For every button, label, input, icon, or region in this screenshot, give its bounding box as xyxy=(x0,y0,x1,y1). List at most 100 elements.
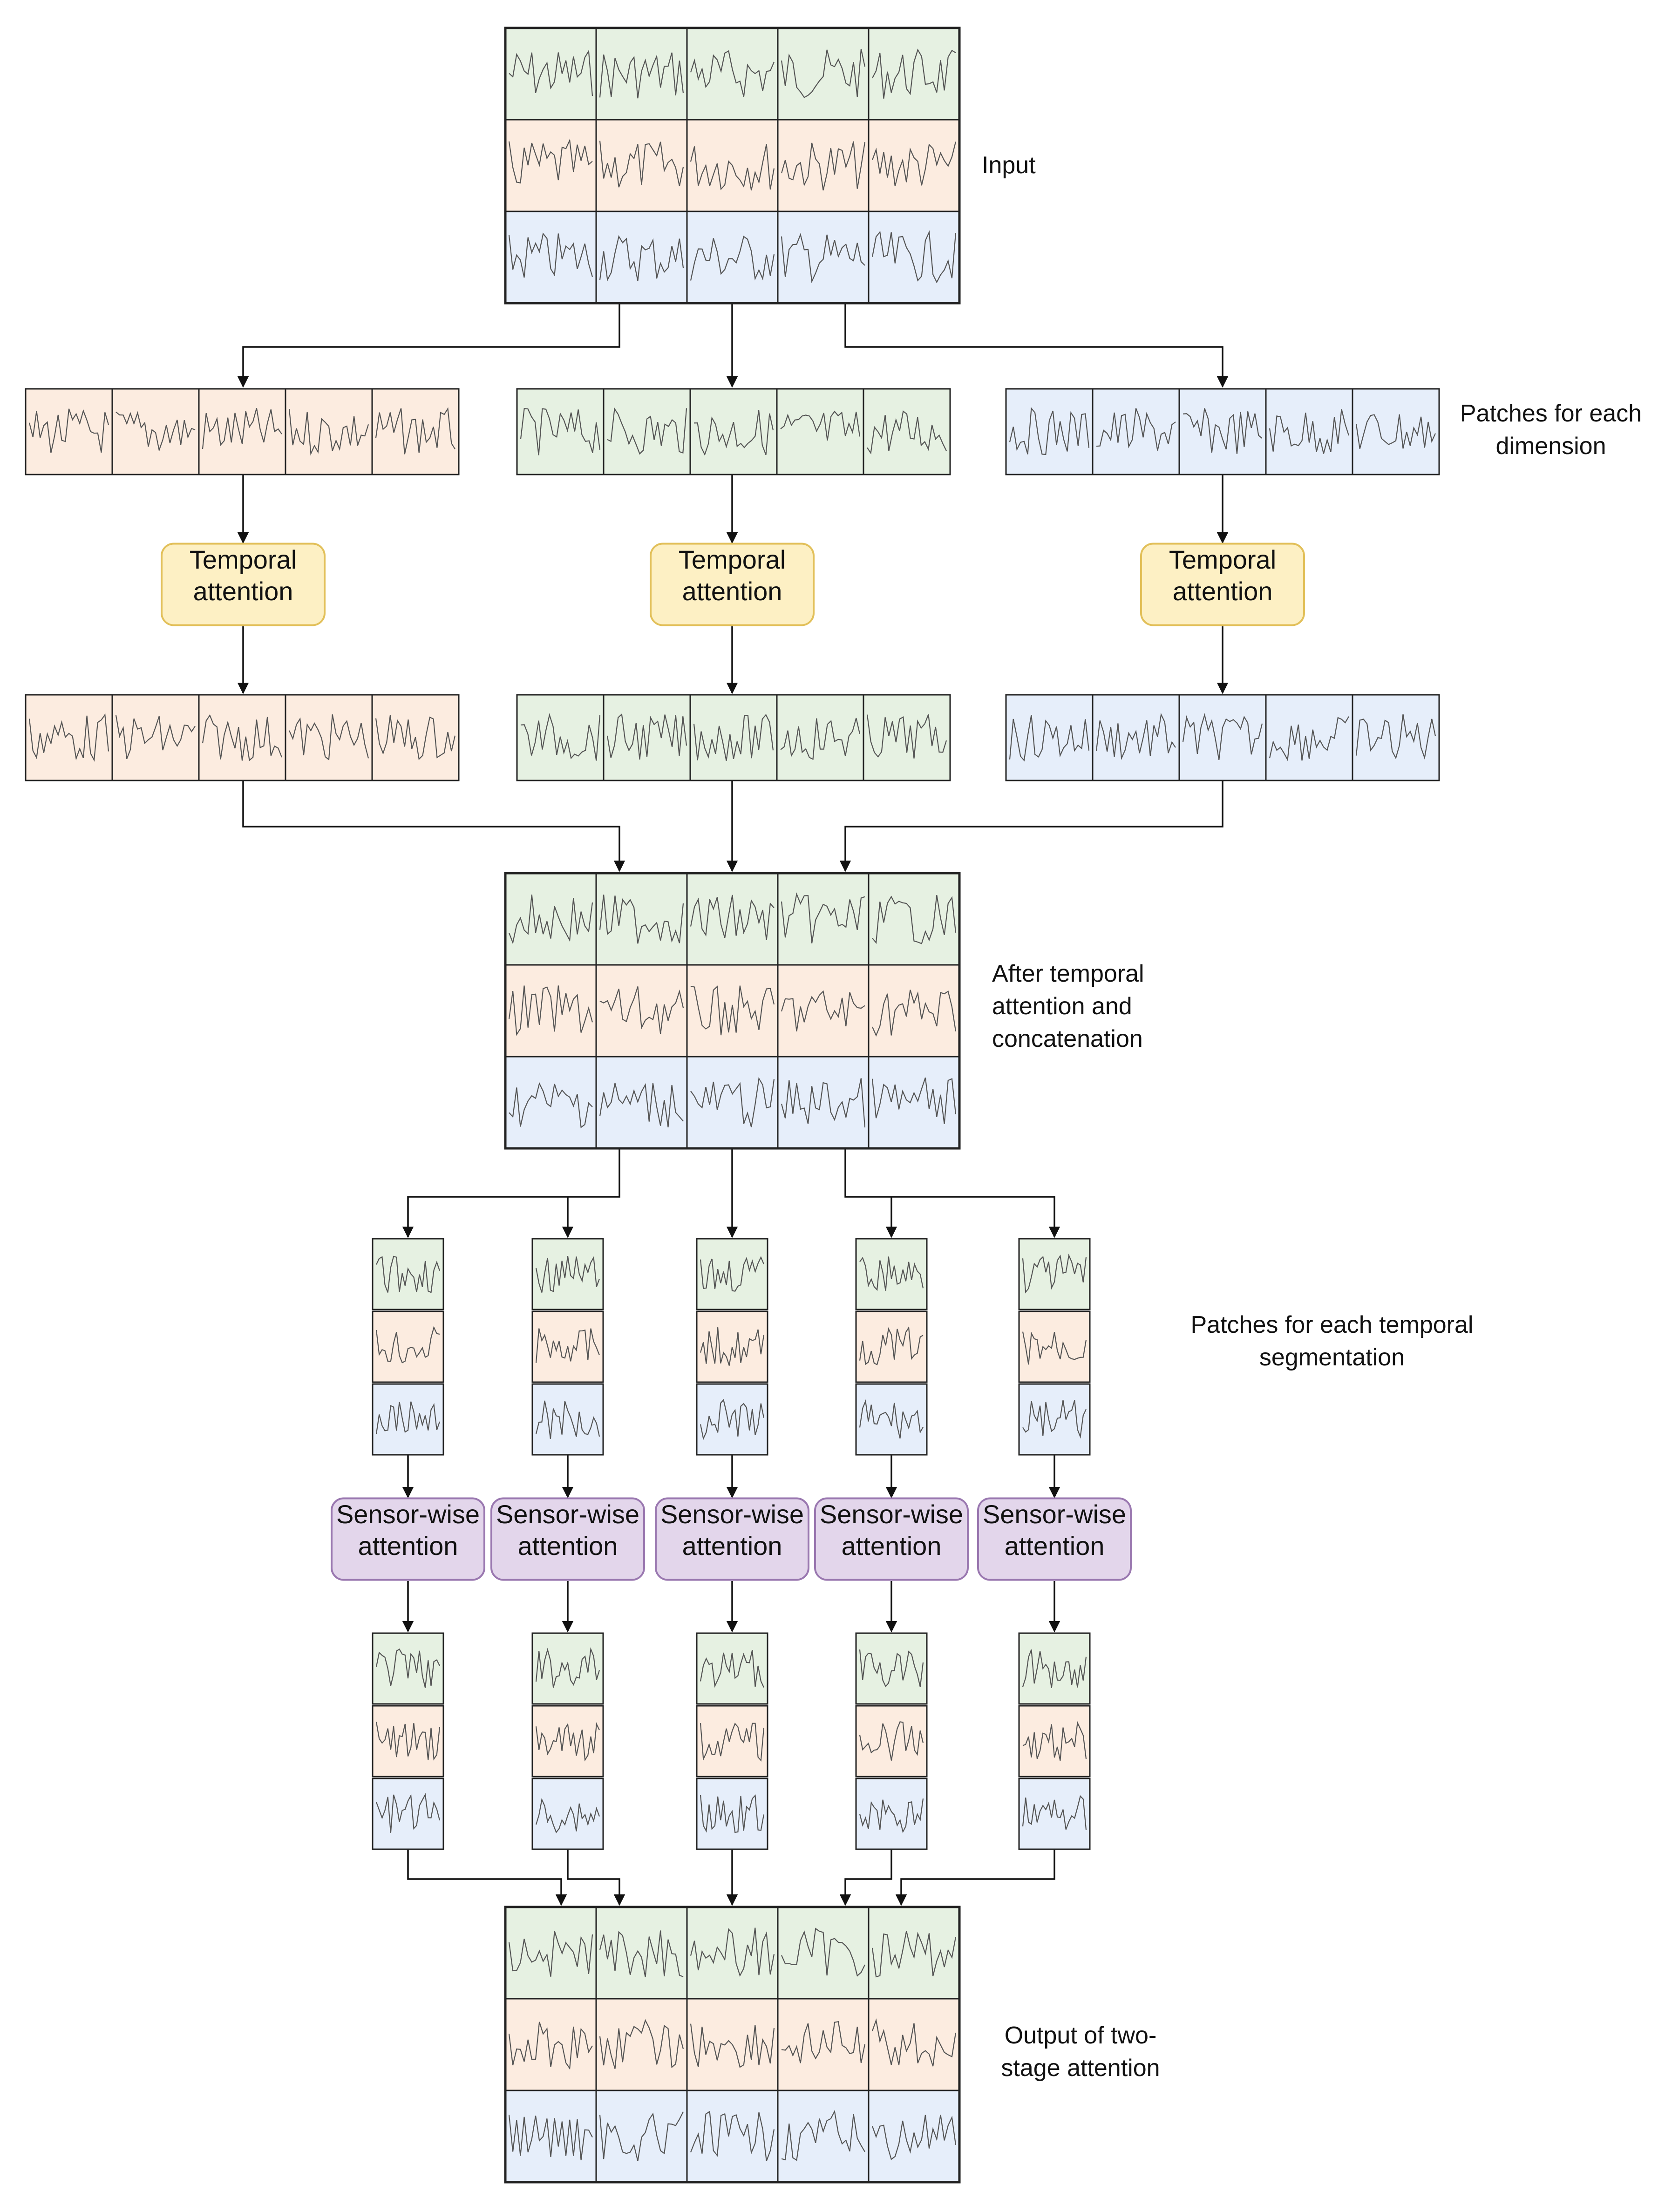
waveform xyxy=(781,892,865,943)
sensor-out-patches-3 xyxy=(696,1632,768,1850)
patch-cell xyxy=(855,1238,928,1310)
sensor-out-patches-4 xyxy=(855,1632,928,1850)
input-grid xyxy=(504,27,961,305)
label-patches-temporal: segmentation xyxy=(1259,1344,1405,1371)
node-label: Sensor-wise xyxy=(660,1500,804,1529)
node-label: Temporal xyxy=(190,545,297,574)
waveform xyxy=(375,1326,440,1364)
waveform xyxy=(859,1399,924,1439)
patch-cell xyxy=(1178,694,1267,781)
waveform xyxy=(780,410,861,441)
waveform xyxy=(871,230,957,284)
waveform xyxy=(607,407,687,455)
patch-cell xyxy=(531,1778,604,1850)
waveform xyxy=(781,990,865,1031)
waveform xyxy=(781,2021,866,2063)
patch-cell xyxy=(285,694,373,781)
node-label: Sensor-wise xyxy=(820,1500,963,1529)
waveform xyxy=(866,714,947,759)
patch-cell xyxy=(1018,1310,1091,1383)
patch-cell xyxy=(1092,694,1180,781)
waveform xyxy=(871,2115,957,2160)
patch-cell xyxy=(1018,1383,1091,1456)
waveform xyxy=(1269,716,1349,762)
waveform xyxy=(115,715,196,760)
patch-cell xyxy=(777,964,870,1058)
label-patches-dimension: Patches for each xyxy=(1460,400,1642,427)
patch-cell xyxy=(1265,694,1353,781)
patch-cell xyxy=(603,388,691,475)
waveform xyxy=(690,2110,775,2161)
temporal-out-green xyxy=(516,694,951,781)
patch-cell xyxy=(868,210,960,304)
waveform xyxy=(859,1256,924,1291)
patch-cell xyxy=(371,388,460,475)
patch-cell xyxy=(504,1056,597,1149)
waveform xyxy=(780,718,861,760)
sensor-out-patches-1 xyxy=(372,1632,444,1850)
waveform xyxy=(872,895,957,944)
patch-cell xyxy=(868,1056,960,1149)
patch-cell xyxy=(504,1906,597,2000)
patch-cell xyxy=(531,1705,604,1778)
waveform xyxy=(1022,1400,1087,1439)
waveform xyxy=(1183,408,1263,454)
patch-cell xyxy=(868,27,960,121)
patch-cell xyxy=(696,1310,768,1383)
waveform xyxy=(700,1398,765,1440)
patch-cell xyxy=(531,1632,604,1705)
label-patches-dimension: dimension xyxy=(1495,433,1606,460)
patch-cell xyxy=(868,1998,960,2091)
waveform xyxy=(690,2023,775,2068)
patch-cell xyxy=(595,1998,688,2091)
waveform xyxy=(1022,1253,1087,1294)
waveform xyxy=(690,144,775,190)
patch-cell xyxy=(696,1705,768,1778)
waveform xyxy=(859,1326,924,1365)
waveform xyxy=(1269,409,1350,454)
temporal-out-blue xyxy=(1005,694,1440,781)
node-label: attention xyxy=(518,1531,618,1561)
patch-cell xyxy=(1265,388,1353,475)
waveform xyxy=(509,49,593,96)
patch-cell xyxy=(531,1383,604,1456)
waveform xyxy=(508,138,593,183)
patch-cell xyxy=(531,1238,604,1310)
waveform xyxy=(1355,414,1436,449)
patch-cell xyxy=(595,2090,688,2183)
waveform xyxy=(859,1798,924,1833)
waveform xyxy=(690,235,775,281)
patch-cell xyxy=(696,1383,768,1456)
sensor-out-patches-5 xyxy=(1018,1632,1091,1850)
patch-cell xyxy=(777,2090,870,2183)
patch-cell xyxy=(372,1310,444,1383)
patch-cell xyxy=(504,2090,597,2183)
waveform xyxy=(599,894,684,944)
waveform xyxy=(700,1256,765,1292)
waveform xyxy=(1022,1331,1087,1365)
patch-cell xyxy=(777,1998,870,2091)
connector-arrow xyxy=(567,1850,625,1906)
waveform xyxy=(28,408,109,453)
waveform xyxy=(871,1931,957,1978)
after-temporal-grid xyxy=(504,872,961,1150)
waveform xyxy=(690,1927,775,1977)
patch-cell xyxy=(776,694,864,781)
waveform xyxy=(859,1649,924,1688)
connector-arrow xyxy=(844,303,1229,388)
label-output: Output of two- xyxy=(1005,2022,1157,2049)
node-label: attention xyxy=(1005,1531,1105,1561)
waveform xyxy=(375,1401,441,1434)
waveform xyxy=(690,895,775,940)
waveform xyxy=(375,715,456,760)
waveform xyxy=(599,141,684,188)
connector-arrow xyxy=(839,1850,892,1906)
patch-cell xyxy=(855,1705,928,1778)
connectors xyxy=(237,303,1229,1906)
attention-nodes: TemporalattentionTemporalattentionTempor… xyxy=(161,543,1305,1581)
patch-cell xyxy=(372,1238,444,1310)
